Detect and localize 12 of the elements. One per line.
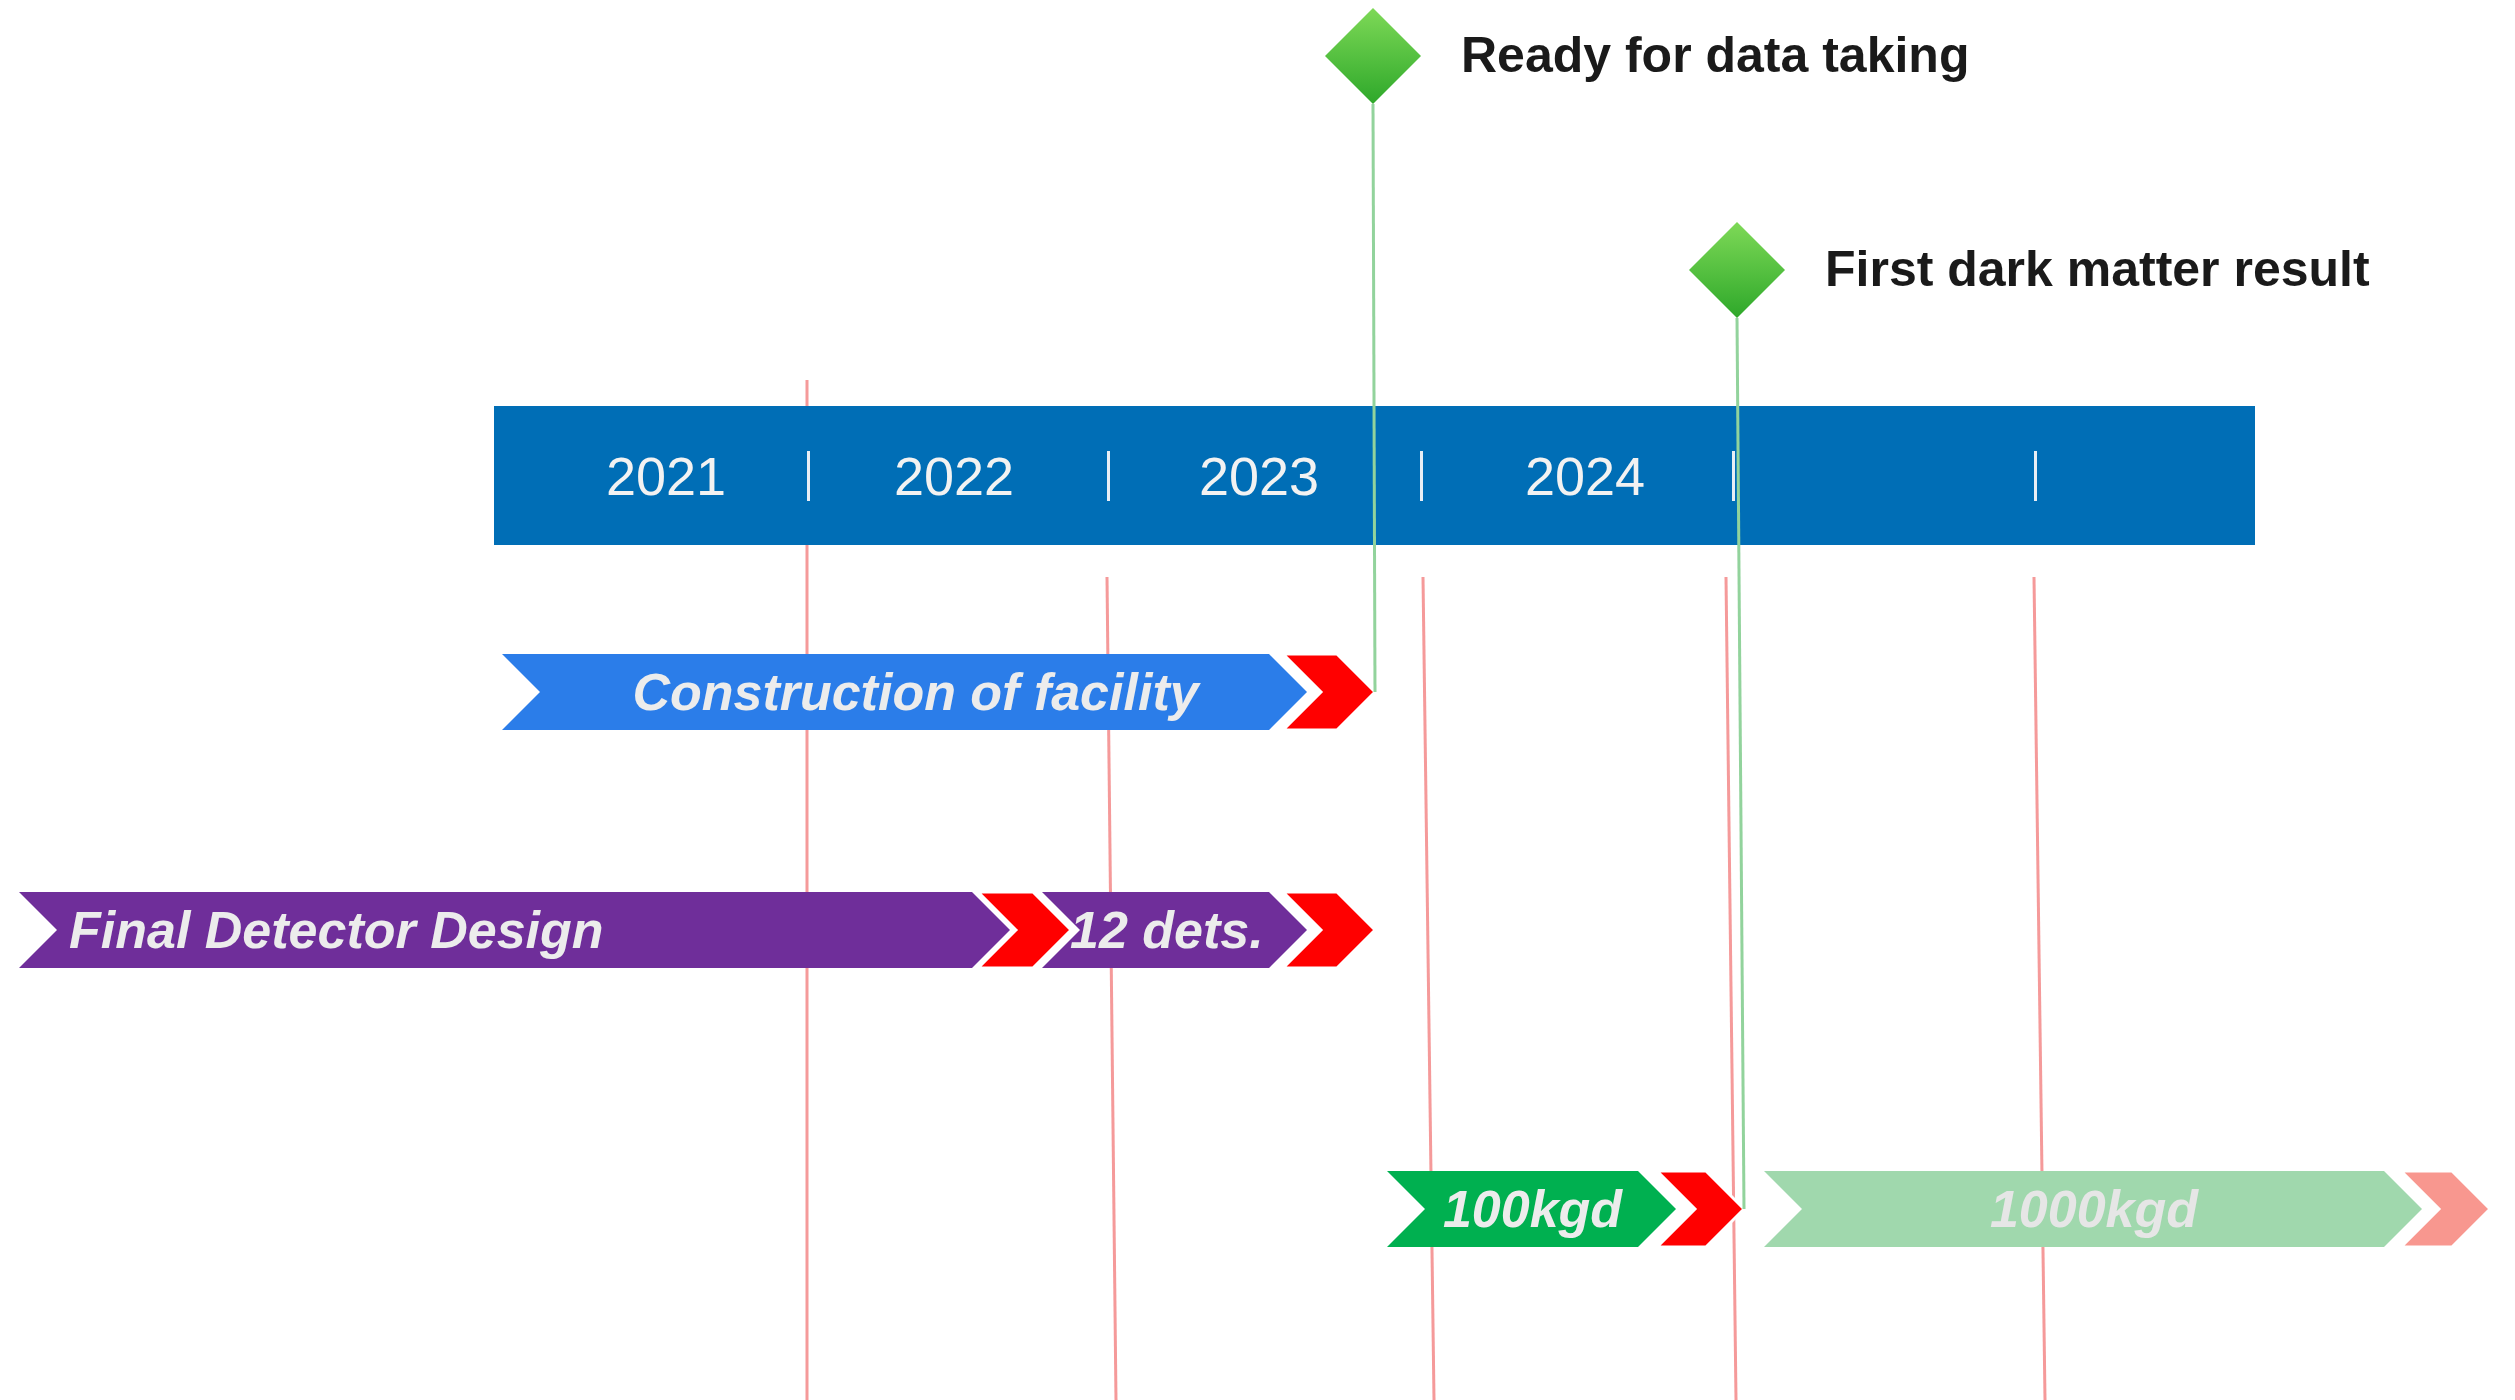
timeline-band <box>494 406 2255 545</box>
leader-line <box>1735 318 1746 1209</box>
milestone-diamond <box>1325 8 1421 104</box>
year-label: 2023 <box>1198 448 1320 503</box>
leader-line <box>1371 104 1377 692</box>
milestone-label: Ready for data taking <box>1461 30 1970 80</box>
year-label: 2024 <box>1524 448 1646 503</box>
milestone-label: First dark matter result <box>1825 244 2370 294</box>
milestone-diamond <box>1689 222 1785 318</box>
task-label: 12 dets. <box>1070 904 1264 956</box>
year-label: 2022 <box>893 448 1015 503</box>
year-label: 2021 <box>605 448 727 503</box>
